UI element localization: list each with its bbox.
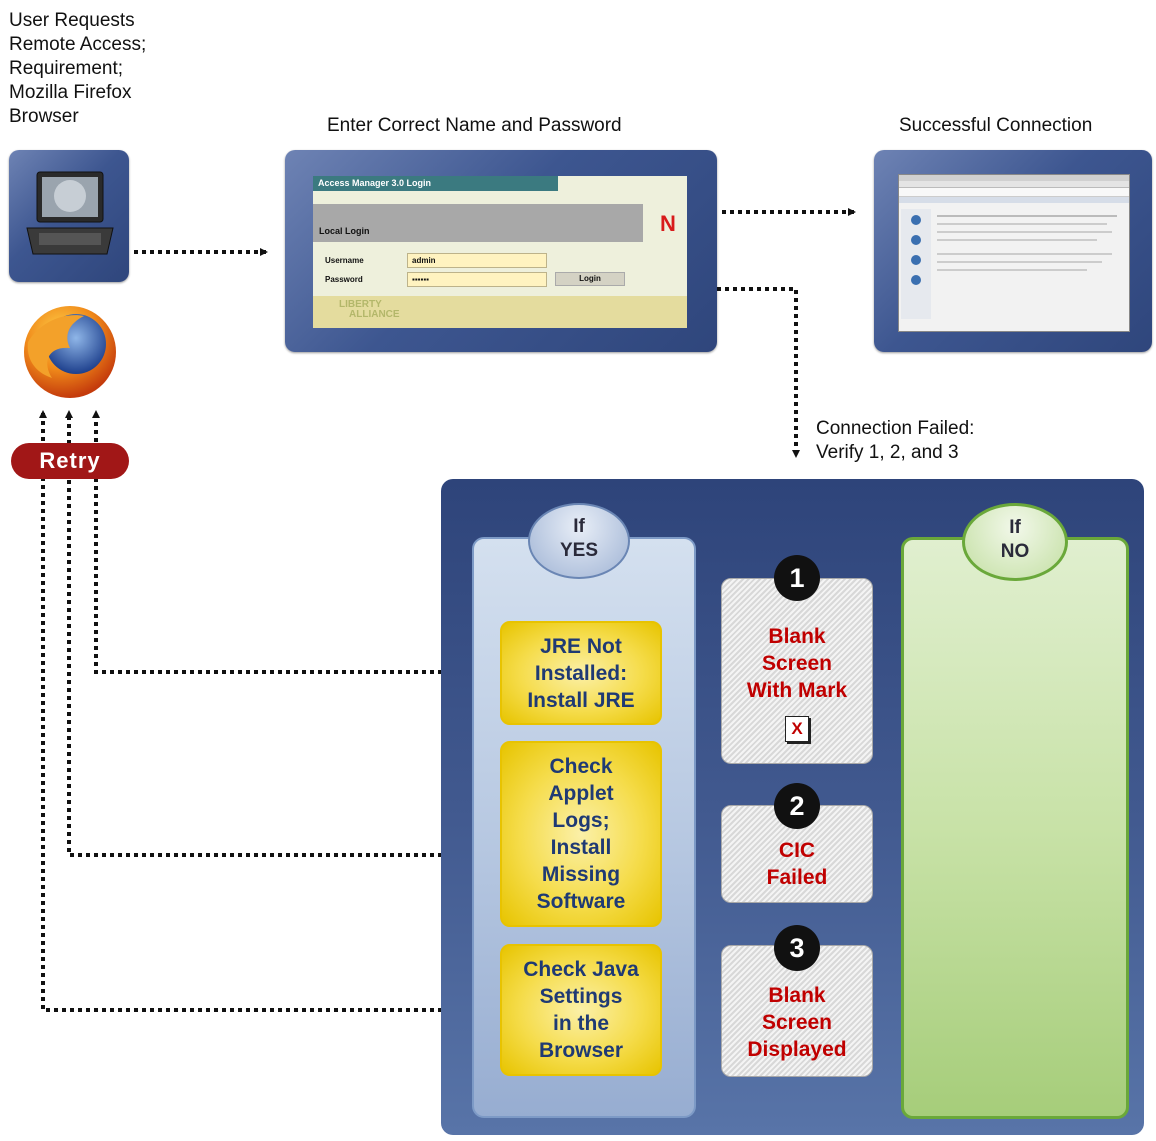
caption-line: Connection Failed: — [816, 418, 975, 439]
if-yes-bubble: If YES — [528, 503, 630, 579]
if-no-bubble: If NO — [962, 503, 1068, 581]
remedy-line: Installed: — [534, 661, 628, 685]
check-line: Blank — [768, 983, 826, 1007]
remedy-check-java-settings: Check Java Settings in the Browser — [500, 944, 662, 1076]
login-button[interactable]: Login — [555, 272, 625, 286]
novell-logo-icon: N — [649, 206, 687, 242]
if-no-column — [901, 537, 1129, 1119]
successful-connection-caption: Successful Connection — [899, 115, 1093, 136]
check-line: CIC — [778, 839, 816, 862]
success-screenshot — [898, 174, 1130, 332]
enter-credentials-caption: Enter Correct Name and Password — [327, 115, 622, 136]
login-tile: Access Manager 3.0 Login Local Login N U… — [285, 150, 717, 352]
username-field[interactable]: admin — [407, 253, 547, 268]
remedy-line: Software — [536, 890, 626, 913]
login-footer: LIBERTY ALLIANCE — [313, 296, 687, 328]
connection-failed-caption: Connection Failed: Verify 1, 2, and 3 — [816, 417, 974, 465]
remedy-line: Install JRE — [527, 688, 635, 712]
remedy-line: Settings — [539, 985, 623, 1008]
retry-line-2 — [65, 410, 498, 857]
remedy-line: Missing — [541, 863, 621, 886]
step-1-badge: 1 — [774, 555, 820, 601]
laptop-tile — [9, 150, 129, 282]
remedy-check-applet-logs: Check Applet Logs; Install Missing Softw… — [500, 741, 662, 927]
caption-line: User Requests — [9, 10, 135, 31]
logo-line: ALLIANCE — [349, 309, 400, 320]
retry-line-3 — [39, 410, 498, 1012]
check-line: Displayed — [747, 1037, 847, 1061]
username-label: Username — [325, 256, 364, 265]
remedy-install-jre: JRE Not Installed: Install JRE — [500, 621, 662, 725]
remedy-line: JRE Not — [540, 634, 622, 658]
check-line: Failed — [766, 866, 828, 889]
remedy-line: Install — [550, 836, 612, 859]
caption-line: Remote Access; — [9, 34, 147, 55]
success-tile — [874, 150, 1152, 352]
logo-line: LIBERTY — [339, 299, 382, 310]
remedy-line: Applet — [548, 782, 614, 805]
retry-line-1 — [92, 410, 498, 674]
bubble-line: NO — [1000, 541, 1030, 562]
caption-line: Requirement; — [9, 58, 124, 79]
caption-line: Mozilla Firefox — [9, 82, 132, 103]
remedy-line: Check — [549, 755, 613, 778]
user-requests-caption: User Requests Remote Access; Requirement… — [9, 9, 146, 129]
x-mark-icon: X — [785, 715, 809, 742]
check-1-blank-screen-with-mark: Blank Screen With Mark X — [721, 578, 873, 764]
step-2-badge: 2 — [774, 783, 820, 829]
firefox-logo-icon — [24, 306, 116, 398]
login-window: Access Manager 3.0 Login Local Login N U… — [313, 176, 687, 328]
check-line: Blank — [768, 624, 826, 648]
liberty-alliance-logo: LIBERTY ALLIANCE — [339, 300, 400, 320]
remedy-line: in the — [553, 1012, 609, 1035]
remedy-line: Browser — [538, 1039, 624, 1062]
check-line: With Mark — [746, 678, 848, 702]
password-field[interactable]: ▪▪▪▪▪▪ — [407, 272, 547, 287]
bubble-line: If — [573, 516, 585, 537]
retry-button[interactable]: Retry — [11, 443, 129, 479]
local-login-label: Local Login — [319, 226, 370, 236]
arrow-login-to-failed — [717, 287, 800, 458]
login-header-bar — [313, 204, 643, 242]
check-line: Screen — [761, 651, 833, 675]
laptop-icon — [26, 171, 114, 255]
remedy-line: Check Java — [523, 958, 639, 981]
step-3-badge: 3 — [774, 925, 820, 971]
check-line: Screen — [761, 1010, 833, 1034]
password-label: Password — [325, 275, 363, 284]
bubble-line: If — [1009, 517, 1021, 538]
bubble-line: YES — [559, 540, 599, 561]
caption-line: Verify 1, 2, and 3 — [816, 442, 959, 463]
remedy-line: Logs; — [552, 809, 610, 832]
login-window-title: Access Manager 3.0 Login — [313, 176, 558, 191]
caption-line: Browser — [9, 106, 79, 127]
